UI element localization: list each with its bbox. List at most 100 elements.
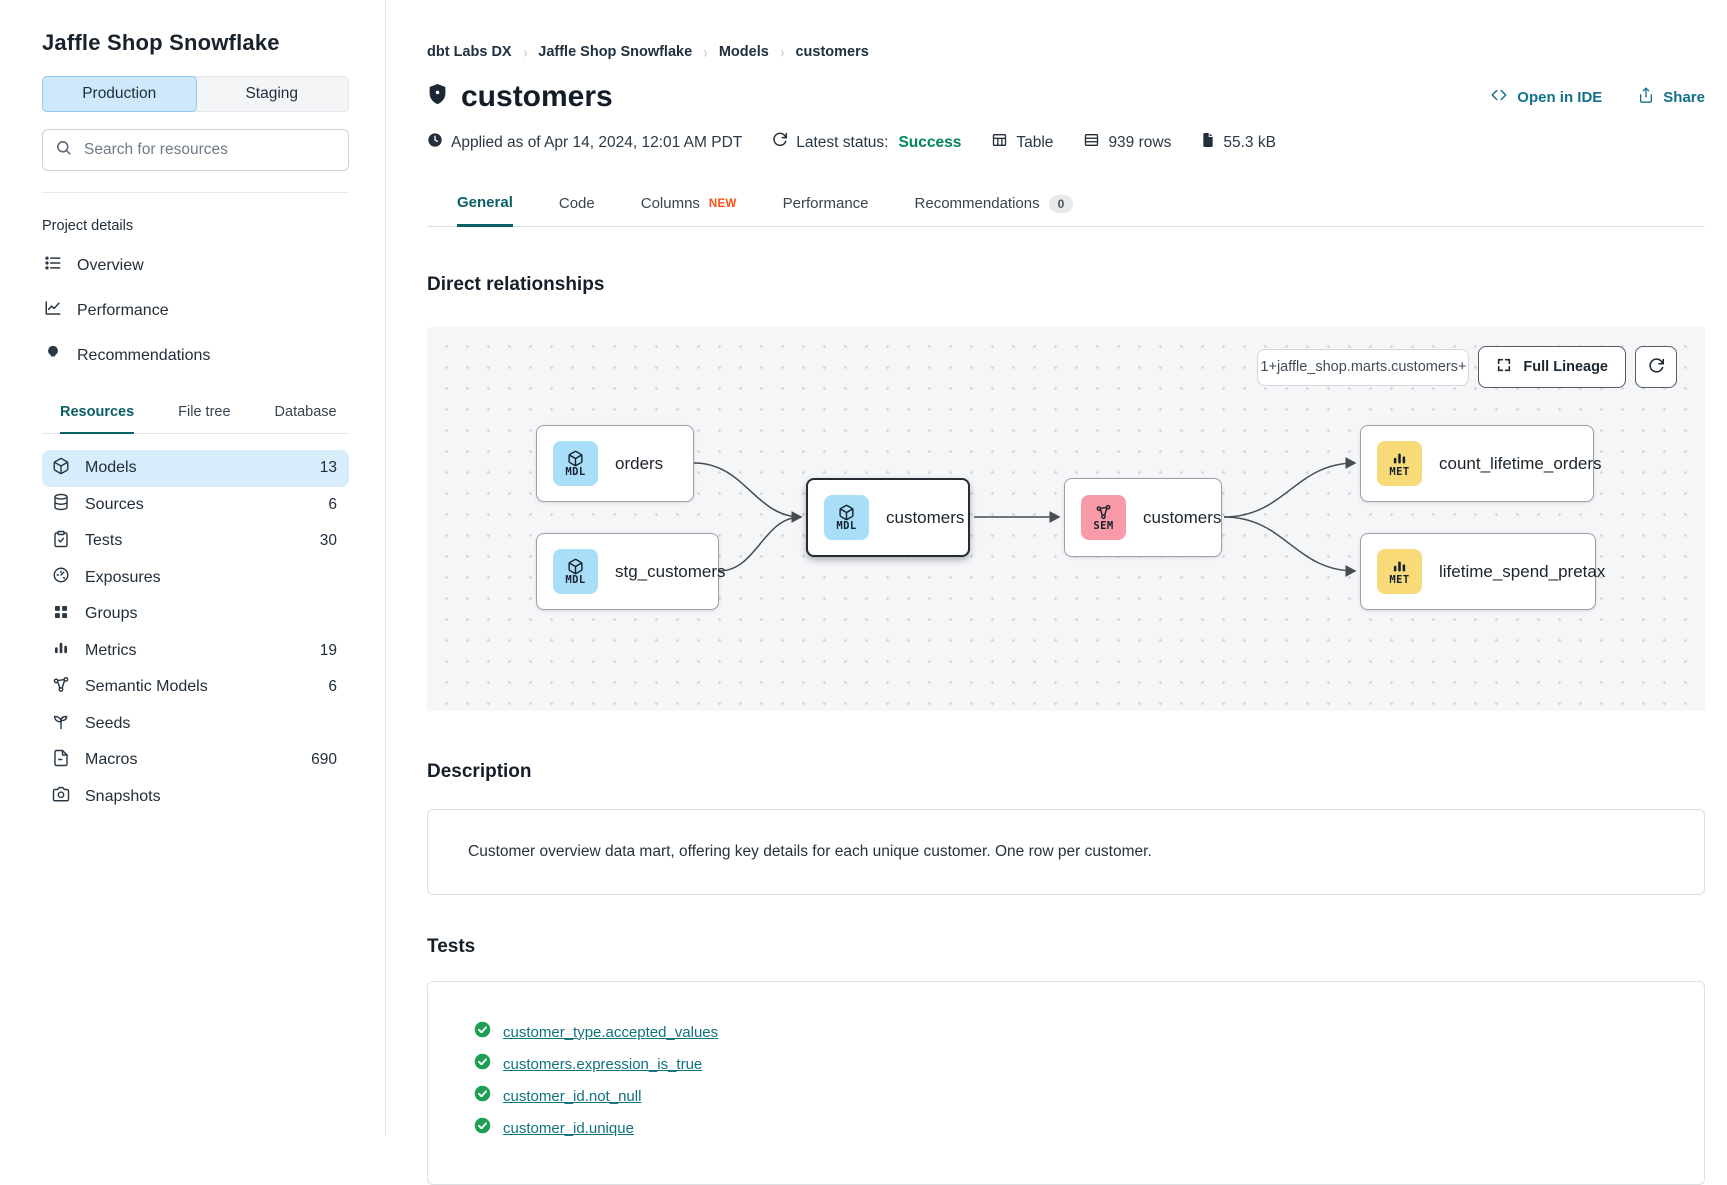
resource-count: 13 (319, 459, 337, 477)
sidebar-item-models[interactable]: Models 13 (42, 450, 349, 487)
search-input[interactable] (82, 140, 336, 160)
test-link[interactable]: customers.expression_is_true (503, 1055, 703, 1073)
row-count: 939 rows (1083, 132, 1171, 153)
sidebar-item-seeds[interactable]: Seeds (42, 706, 349, 743)
search-icon (55, 139, 72, 161)
sidebar-item-snapshots[interactable]: Snapshots (42, 779, 349, 816)
sidebar-item-label: Performance (77, 301, 169, 319)
description-box: Customer overview data mart, offering ke… (427, 809, 1705, 895)
breadcrumb-project[interactable]: Jaffle Shop Snowflake (538, 44, 693, 60)
check-circle-icon (474, 1085, 491, 1107)
env-tab-production[interactable]: Production (42, 76, 197, 112)
sidebar-item-sources[interactable]: Sources 6 (42, 487, 349, 524)
sidebar-divider (42, 192, 349, 193)
test-row: customer_type.accepted_values (474, 1016, 1658, 1048)
semantic-badge-icon: SEM (1081, 495, 1126, 540)
tab-performance[interactable]: Performance (782, 195, 869, 212)
file-size: 55.3 kB (1201, 132, 1276, 153)
model-badge-icon: MDL (824, 495, 869, 540)
test-link[interactable]: customer_id.not_null (503, 1087, 642, 1105)
resource-label: Seeds (85, 714, 131, 732)
groups-icon (52, 603, 70, 626)
open-in-ide-label: Open in IDE (1517, 88, 1603, 106)
resource-label: Macros (85, 751, 138, 769)
tests-icon (52, 530, 70, 553)
materialization: Table (991, 132, 1053, 153)
lineage-edges (693, 457, 1357, 577)
resource-count: 19 (319, 641, 337, 659)
share-button[interactable]: Share (1638, 87, 1705, 108)
lineage-node-customers-model[interactable]: MDL customers (806, 478, 970, 557)
resource-count: 30 (319, 532, 337, 550)
env-tab-staging[interactable]: Staging (245, 85, 299, 102)
share-label: Share (1663, 88, 1705, 106)
table-icon (991, 132, 1008, 153)
sidebar-item-semantic-models[interactable]: Semantic Models 6 (42, 669, 349, 706)
sidebar-item-groups[interactable]: Groups (42, 596, 349, 633)
lineage-node-orders[interactable]: MDL orders (536, 425, 694, 502)
metrics-icon (52, 639, 70, 662)
sidebar-item-metrics[interactable]: Metrics 19 (42, 633, 349, 670)
check-circle-icon (474, 1021, 491, 1043)
clock-icon (427, 132, 443, 153)
test-row: customer_id.not_null (474, 1080, 1658, 1112)
sidebar-item-exposures[interactable]: Exposures (42, 560, 349, 597)
app-root: Jaffle Shop Snowflake Production Staging… (42, 0, 1705, 1185)
test-link[interactable]: customer_type.accepted_values (503, 1023, 719, 1041)
lineage-graph[interactable]: Full Lineage MDL orders MDL (427, 327, 1705, 711)
tab-resources[interactable]: Resources (60, 404, 135, 434)
model-badge-icon: MDL (553, 441, 598, 486)
resource-count: 6 (328, 678, 337, 696)
sidebar-item-overview[interactable]: Overview (42, 243, 349, 288)
project-title: Jaffle Shop Snowflake (42, 30, 280, 55)
lineage-node-count-lifetime-orders[interactable]: MET count_lifetime_orders (1360, 425, 1602, 502)
environment-toggle: Production Staging (42, 76, 349, 112)
sidebar-item-tests[interactable]: Tests 30 (42, 523, 349, 560)
tab-code[interactable]: Code (558, 195, 595, 212)
status-badge: Success (898, 133, 962, 151)
new-badge: NEW (708, 197, 737, 210)
tab-general[interactable]: General (457, 194, 513, 227)
file-icon (1201, 132, 1215, 153)
title-row: customers Open in IDE Share (427, 80, 1705, 114)
share-icon (1638, 87, 1654, 108)
chevron-right-icon: › (780, 43, 785, 61)
page-title: customers (461, 80, 613, 113)
description-heading: Description (427, 761, 532, 782)
resource-count: 690 (311, 751, 337, 769)
sidebar-item-macros[interactable]: Macros 690 (42, 742, 349, 779)
open-in-ide-button[interactable]: Open in IDE (1490, 87, 1602, 108)
check-circle-icon (474, 1117, 491, 1139)
sidebar-item-performance[interactable]: Performance (42, 288, 349, 333)
tab-database[interactable]: Database (274, 404, 337, 420)
refresh-icon (772, 132, 788, 153)
lineage-node-stg-customers[interactable]: MDL stg_customers (536, 533, 726, 610)
resource-label: Semantic Models (85, 678, 208, 696)
test-link[interactable]: customer_id.unique (503, 1119, 634, 1137)
rows-icon (1083, 132, 1100, 153)
recommendations-icon (44, 344, 62, 367)
full-lineage-button[interactable]: Full Lineage (1478, 346, 1626, 388)
tests-heading: Tests (427, 936, 476, 957)
page-tabs: General Code Columns NEW Performance Rec… (427, 194, 1705, 227)
tab-file-tree[interactable]: File tree (178, 404, 231, 420)
sidebar-item-label: Overview (77, 256, 144, 274)
breadcrumb-account[interactable]: dbt Labs DX (427, 44, 512, 60)
test-row: customer_id.unique (474, 1112, 1658, 1144)
resource-search[interactable] (42, 129, 349, 171)
macros-icon (52, 749, 70, 772)
tab-columns[interactable]: Columns NEW (640, 195, 737, 212)
check-circle-icon (474, 1053, 491, 1075)
title-actions: Open in IDE Share (1490, 87, 1705, 108)
lineage-node-customers-semantic[interactable]: SEM customers (1064, 478, 1222, 557)
lineage-node-lifetime-spend-pretax[interactable]: MET lifetime_spend_pretax (1360, 533, 1605, 610)
breadcrumb-models[interactable]: Models (718, 44, 769, 60)
sidebar-item-recommendations[interactable]: Recommendations (42, 333, 349, 378)
tab-recommendations[interactable]: Recommendations 0 (915, 194, 1074, 226)
model-shield-icon (427, 83, 448, 111)
resource-label: Sources (85, 495, 144, 513)
lineage-controls: Full Lineage (1257, 346, 1677, 388)
lineage-selector-input[interactable] (1257, 348, 1470, 386)
refresh-lineage-button[interactable] (1635, 346, 1677, 388)
resource-list: Models 13 Sources 6 Tests 30 (42, 450, 349, 815)
